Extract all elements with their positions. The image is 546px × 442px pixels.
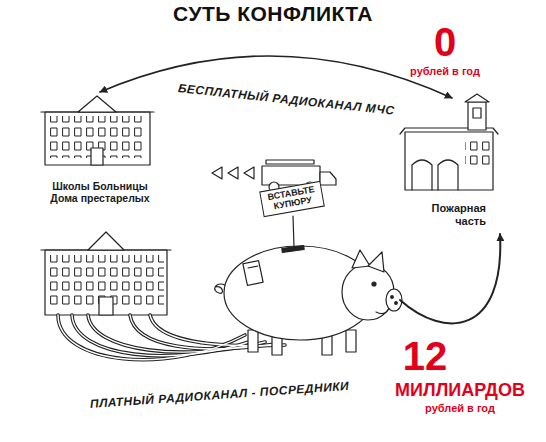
school-building — [41, 96, 154, 165]
node-label: Пожарная часть — [422, 202, 486, 227]
channel-caption: ПЛАТНЫЙ РАДИОКАНАЛ - ПОСРЕДНИКИ — [90, 380, 350, 410]
diagram-title: СУТЬ КОНФЛИКТА — [0, 2, 546, 25]
station-windows — [465, 140, 490, 168]
amount-unit: рублей в год — [410, 403, 510, 414]
pig-sign: ВСТАВЬТЕ КУПЮРУ — [259, 181, 325, 217]
building-door — [99, 297, 113, 315]
tower-roof — [465, 94, 489, 102]
card-stripe — [248, 266, 258, 268]
amount-number: 12 — [385, 336, 465, 376]
pig — [215, 216, 402, 355]
tower-window — [473, 108, 481, 118]
truck-cab — [320, 172, 336, 185]
pig-ear — [352, 250, 370, 268]
node-label: Школы Больницы Дома престарелых — [45, 180, 155, 204]
building-door — [91, 148, 103, 165]
building-wall — [45, 250, 167, 315]
building-gable — [78, 96, 116, 112]
arrow-triangle — [244, 167, 254, 179]
pig-tail — [215, 284, 225, 293]
hospital-building — [41, 232, 171, 315]
pig-head — [342, 264, 394, 320]
fire-station-building — [400, 94, 498, 190]
pig-node: ВСТАВЬТЕ КУПЮРУ — [215, 180, 400, 355]
cable-core — [58, 315, 245, 360]
pig-nostril — [395, 302, 398, 305]
direction-arrows — [212, 167, 254, 179]
station-wall — [405, 132, 493, 190]
sign-post — [293, 216, 294, 247]
pig-card — [243, 261, 263, 286]
pig-nostril — [391, 296, 394, 299]
truck-ladder — [266, 160, 314, 164]
pig-mouth — [376, 310, 388, 314]
building-wall — [45, 112, 150, 165]
pig-leg — [346, 330, 356, 352]
pig-leg — [248, 330, 258, 352]
garage-door — [412, 160, 432, 190]
arrow-triangle — [212, 167, 222, 179]
amount-number: 0 — [410, 22, 480, 62]
pig-ear — [368, 252, 384, 272]
coin-slot — [282, 245, 304, 252]
station-tower — [468, 102, 486, 130]
amount-unit: МИЛЛИАРДОВ — [390, 381, 530, 399]
paid-channel-rope — [400, 234, 500, 323]
building-gable — [88, 232, 124, 250]
edge-label: БЕСПЛАТНЫЙ РАДИОКАНАЛ МЧС — [177, 82, 395, 118]
pig-eye — [372, 282, 376, 286]
garage-door — [438, 160, 458, 190]
school-node: Школы Больницы Дома престарелых — [30, 92, 170, 218]
arrow-triangle — [228, 167, 238, 179]
amount-unit: рублей в год — [395, 66, 495, 77]
fire-station-node: Пожарная часть — [392, 98, 510, 234]
